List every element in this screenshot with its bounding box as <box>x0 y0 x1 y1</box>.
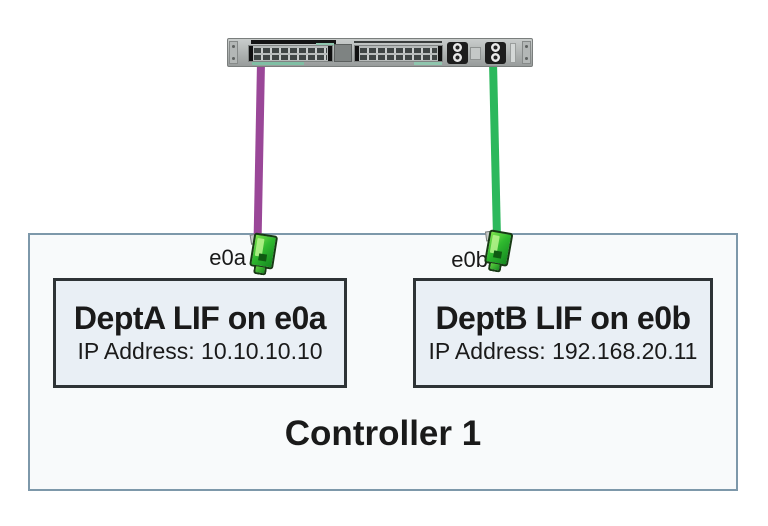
switch-center-module <box>334 44 352 62</box>
switch-psu-latch <box>470 47 481 60</box>
port-row <box>254 48 327 53</box>
connector-slot <box>493 250 503 259</box>
lif-title: DeptA LIF on e0a <box>73 300 327 337</box>
switch-teal-accent <box>316 43 334 46</box>
switch-top-strip-2 <box>354 41 442 43</box>
port-label-e0b: e0b <box>451 247 488 272</box>
switch-port-bank-right <box>354 45 443 62</box>
switch-port-bank-left <box>248 45 333 62</box>
lif-title: DeptB LIF on e0b <box>435 300 691 337</box>
port-row <box>360 55 437 60</box>
connector-slot <box>258 253 268 262</box>
connector-step <box>487 262 502 273</box>
connector-step <box>252 265 268 276</box>
fan-circle <box>453 43 462 52</box>
switch-mount-ear-right <box>522 41 531 64</box>
rack-switch-icon <box>227 38 533 67</box>
port-label-e0a: e0a <box>209 245 246 270</box>
switch-top-strip <box>251 40 336 44</box>
switch-psu-handle <box>510 43 516 63</box>
fan-circle <box>491 43 500 52</box>
controller-title: Controller 1 <box>284 414 482 453</box>
cable-e0b <box>489 61 501 235</box>
port-row <box>360 48 437 53</box>
lif-ip-address: IP Address: 192.168.20.11 <box>428 338 698 365</box>
switch-fan-module-icon <box>485 42 506 64</box>
lif-box-deptb: DeptB LIF on e0b IP Address: 192.168.20.… <box>413 278 713 388</box>
switch-mount-ear-left <box>229 41 238 64</box>
port-row <box>254 55 327 60</box>
switch-teal-accent <box>414 62 442 65</box>
switch-fan-module-icon <box>447 42 468 64</box>
fan-circle <box>491 53 500 62</box>
lif-ip-address: IP Address: 10.10.10.10 <box>77 338 323 365</box>
lif-box-depta: DeptA LIF on e0a IP Address: 10.10.10.10 <box>53 278 347 388</box>
switch-teal-accent <box>252 62 304 65</box>
fan-circle <box>453 53 462 62</box>
cable-e0a <box>253 61 265 241</box>
